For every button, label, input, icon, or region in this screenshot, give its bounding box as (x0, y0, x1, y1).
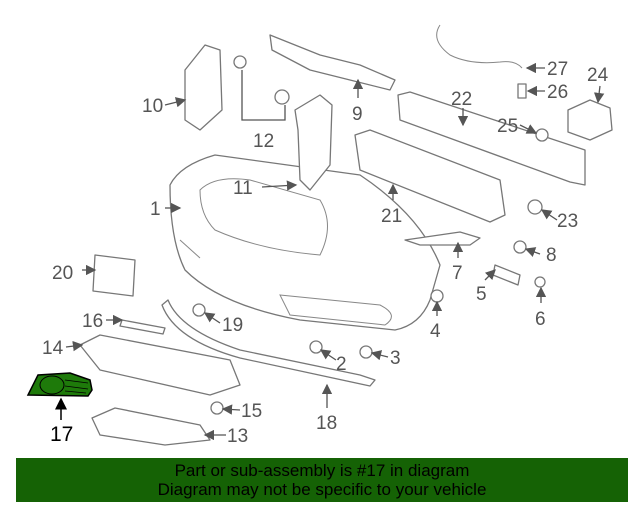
callout-27: 27 (547, 59, 568, 80)
part-info-banner: Part or sub-assembly is #17 in diagram D… (16, 458, 628, 502)
callout-1: 1 (150, 199, 161, 220)
bumper-cover-part[interactable] (169, 154, 441, 331)
banner-line-2: Diagram may not be specific to your vehi… (157, 480, 487, 499)
bracket-10-part[interactable] (184, 44, 223, 131)
garnish-13-part[interactable] (91, 407, 211, 446)
callout-4: 4 (430, 321, 441, 342)
spoiler-18-part[interactable] (161, 299, 376, 387)
callout-3: 3 (390, 348, 401, 369)
sensor-24-part[interactable] (567, 99, 613, 141)
callout-21: 21 (381, 206, 402, 227)
callout-13: 13 (227, 426, 248, 447)
bracket-11-part[interactable] (294, 94, 333, 191)
bolt-25-part[interactable] (535, 128, 549, 142)
banner-line-1: Part or sub-assembly is #17 in diagram (174, 461, 470, 480)
callout-17-highlighted: 17 (50, 423, 73, 446)
callout-10: 10 (142, 96, 163, 117)
callout-22: 22 (451, 89, 472, 110)
clip-19-part[interactable] (192, 303, 206, 317)
bracket-5-part[interactable] (492, 264, 521, 286)
license-bracket-20-part[interactable] (92, 254, 136, 297)
callout-26: 26 (547, 82, 568, 103)
callout-14: 14 (42, 338, 64, 359)
clip-2-part[interactable] (309, 340, 323, 354)
callout-15: 15 (241, 401, 262, 422)
callout-25: 25 (497, 116, 518, 137)
bolt-8-part[interactable] (513, 240, 527, 254)
callout-5: 5 (476, 284, 487, 305)
strip-16-part[interactable] (119, 319, 166, 335)
callout-9: 9 (352, 104, 363, 125)
undercover-14-part[interactable] (79, 334, 241, 396)
clip-6-part[interactable] (534, 276, 546, 288)
callout-2: 2 (336, 354, 347, 375)
upper-beam-9-part[interactable] (269, 34, 396, 91)
leader-lines (55, 62, 605, 441)
callout-12: 12 (253, 131, 274, 152)
callout-7: 7 (452, 263, 463, 284)
callout-24: 24 (587, 65, 609, 86)
clip-3-part[interactable] (359, 345, 373, 359)
clip-12-part[interactable] (233, 55, 290, 121)
callout-16: 16 (82, 311, 103, 332)
bolt-23-part[interactable] (527, 199, 543, 215)
harness-27-part[interactable] (436, 24, 523, 69)
fog-light-garnish-17-part[interactable] (26, 372, 93, 397)
callout-11: 11 (233, 178, 253, 199)
callout-23: 23 (557, 211, 578, 232)
callout-6: 6 (535, 309, 546, 330)
clip-4-part[interactable] (430, 289, 444, 303)
clip-15-part[interactable] (210, 401, 224, 415)
callout-8: 8 (546, 245, 557, 266)
callout-18: 18 (316, 413, 337, 434)
callout-20: 20 (52, 263, 73, 284)
absorber-21-part[interactable] (354, 129, 506, 223)
callout-19: 19 (222, 315, 243, 336)
clip-26-part[interactable] (517, 83, 527, 99)
reinforcement-22-part[interactable] (397, 91, 586, 186)
